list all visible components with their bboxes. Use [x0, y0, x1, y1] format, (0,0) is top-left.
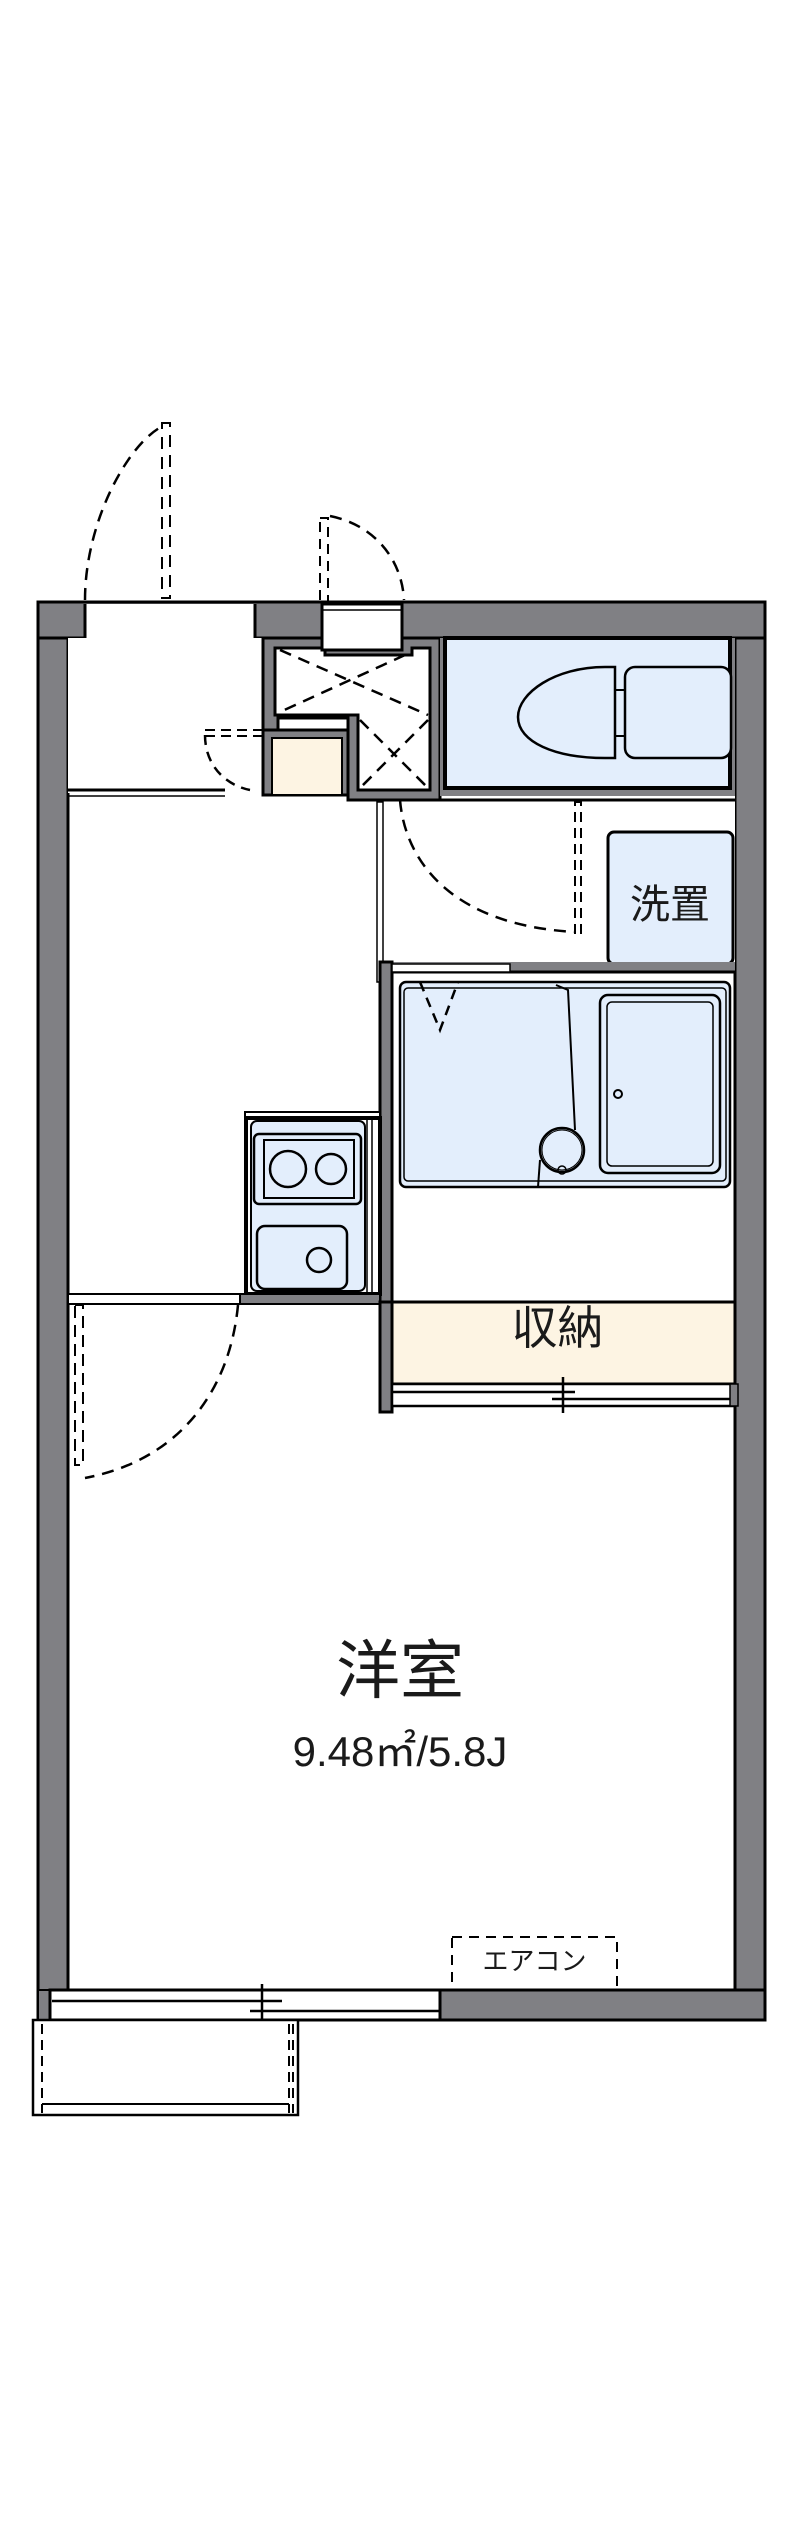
room-area-label: 9.48㎡/5.8J: [292, 1728, 508, 1775]
storage-label: 収納: [511, 1301, 604, 1355]
stove-icon: [252, 1132, 363, 1206]
air-conditioner-label: エアコン: [482, 1947, 587, 1977]
pipe-shaft: [261, 636, 442, 802]
entry-area: [68, 638, 263, 797]
toilet-icon: [516, 665, 733, 760]
kitchen-counter: [239, 1111, 382, 1305]
washer-space-label: 洗置: [630, 882, 710, 928]
washroom: [376, 796, 735, 983]
entrance-door: [83, 422, 257, 642]
balcony-window: [48, 1984, 442, 2028]
bathroom: [378, 960, 737, 1304]
closet: [378, 1300, 739, 1414]
toilet-room: [440, 636, 735, 796]
sink-icon: [255, 1224, 349, 1291]
room-name-label: 洋室: [336, 1635, 464, 1709]
pipe-shaft-door: [319, 514, 406, 652]
balcony: [31, 2018, 300, 2117]
corridor-partition: [67, 1293, 241, 1480]
air-conditioner-marker: [451, 1936, 618, 1991]
